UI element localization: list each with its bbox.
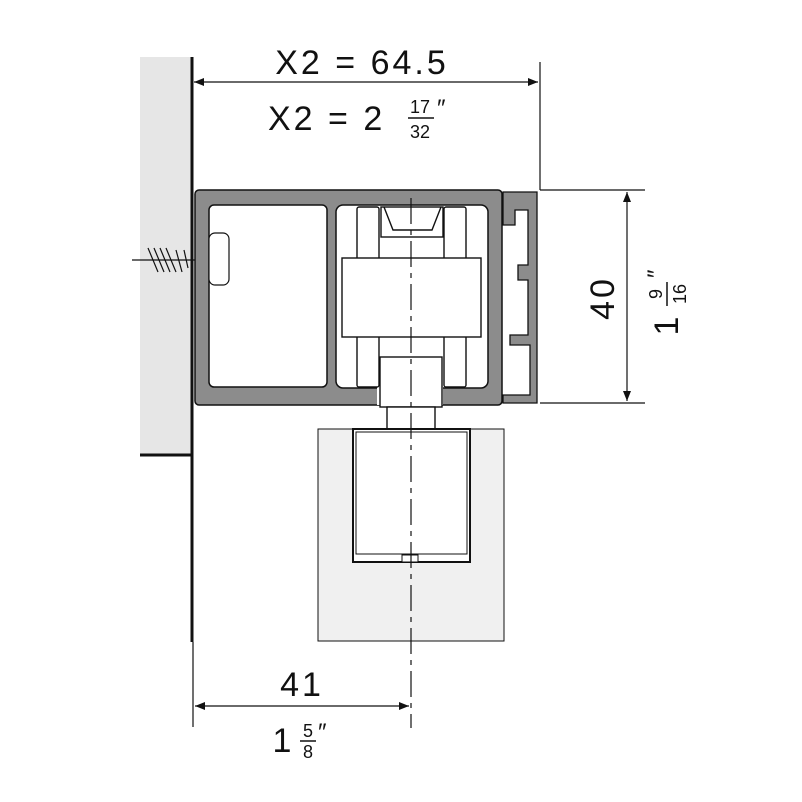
roller-carriage [341, 206, 482, 430]
dimension-offset-imperial-whole: 1 [273, 722, 292, 760]
dimension-height-imperial-whole: 1 [648, 317, 686, 336]
dimension-height-metric: 40 [584, 276, 622, 320]
profile-right-rail [502, 191, 538, 404]
dimension-x2: X2 = 64.5 X2 = 2 17 32 ″ [194, 44, 541, 190]
dimension-x2-imperial-whole: X2 = 2 [268, 100, 385, 138]
dimension-height-imperial-denominator: 16 [670, 284, 690, 304]
dimension-x2-imperial-numerator: 17 [410, 97, 430, 117]
dimension-x2-imperial-denominator: 32 [410, 122, 430, 142]
inch-mark: ″ [643, 269, 670, 278]
dimension-height: 40 1 9 16 ″ [540, 189, 690, 404]
profile-left-cavity [208, 204, 328, 388]
dimension-offset-imperial-denominator: 8 [303, 742, 313, 762]
inch-mark: ″ [437, 95, 446, 122]
dimension-offset-metric: 41 [280, 666, 324, 704]
dimension-x2-metric: X2 = 64.5 [275, 44, 449, 82]
dimension-offset-imperial-numerator: 5 [303, 721, 313, 741]
wall [140, 57, 192, 455]
dimension-height-imperial-numerator: 9 [646, 289, 666, 299]
dimension-offset: 41 1 5 8 ″ [192, 642, 409, 762]
inch-mark: ″ [318, 719, 327, 746]
wall-plug [208, 232, 230, 286]
